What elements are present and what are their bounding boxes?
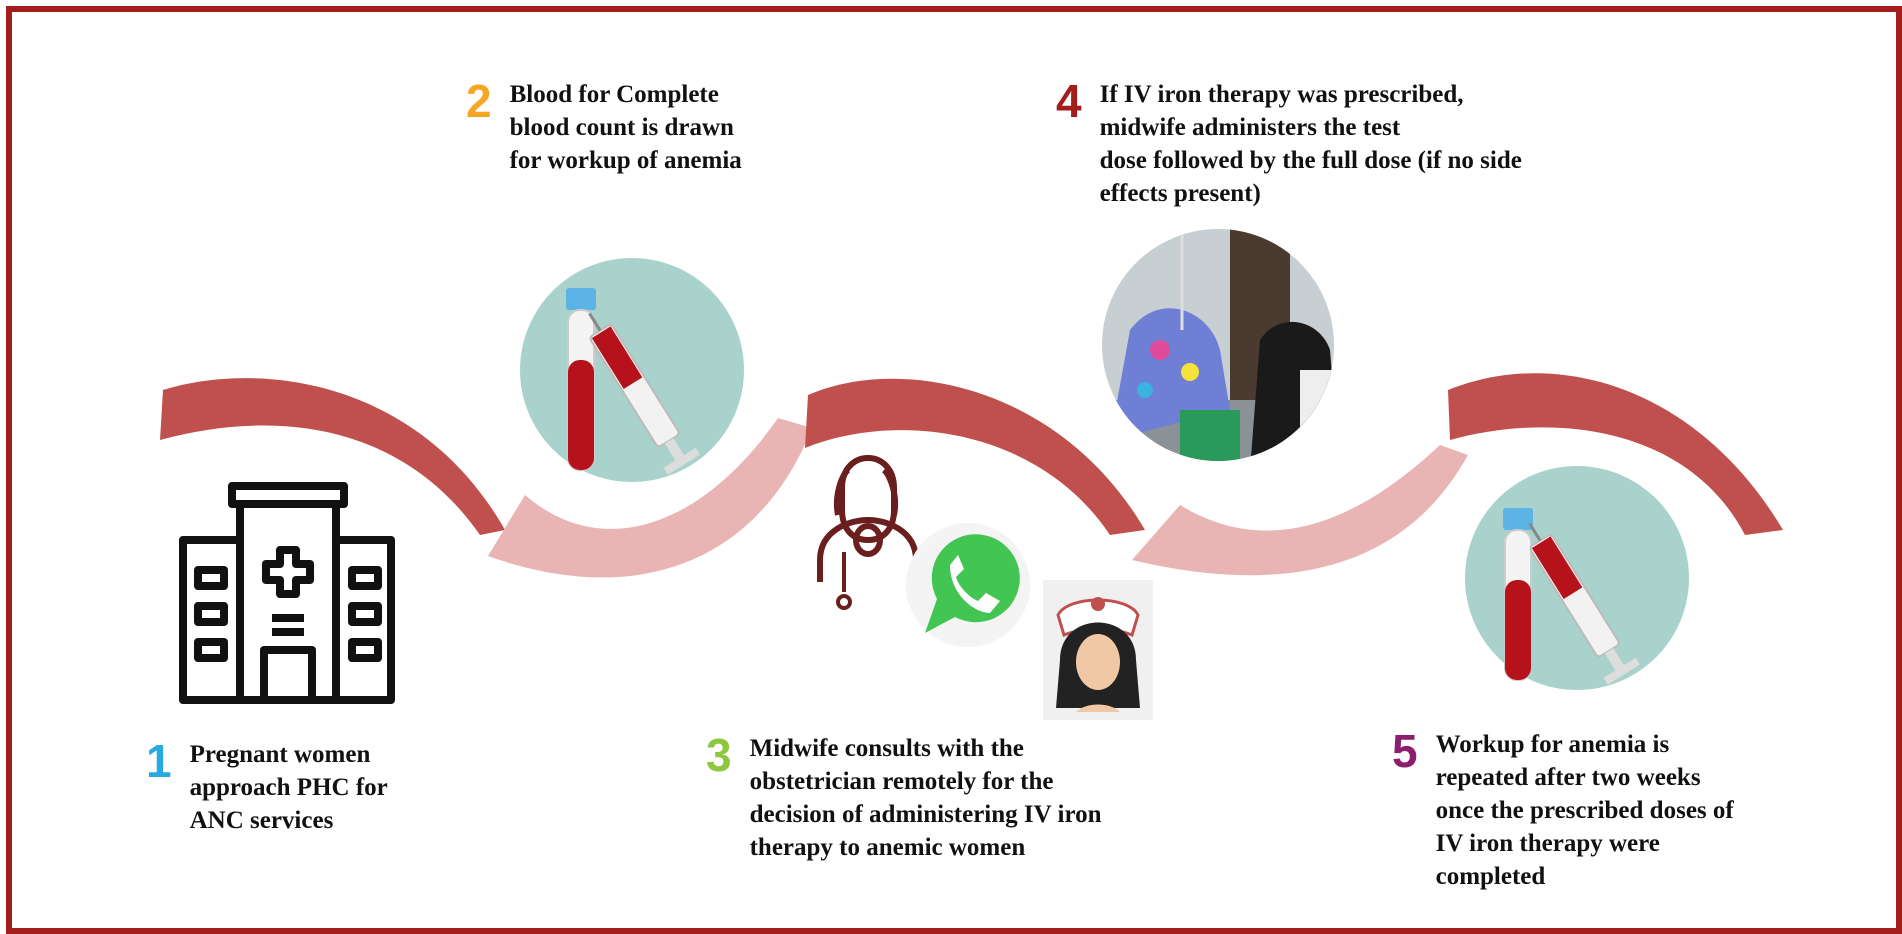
arrow-segment-3 [805,378,1145,535]
step-3-text: Midwife consults with the obstetrician r… [750,732,1102,864]
step-4-line: dose followed by the full dose (if no si… [1099,147,1522,174]
blood-tube-syringe-icon [520,258,744,482]
hospital-icon [179,482,395,704]
iv-therapy-photo [1102,229,1334,461]
step-5-number: 5 [1392,725,1418,777]
step-4-line: midwife administers the test [1099,114,1401,141]
arrow-segment-2 [488,418,812,578]
step-2-line: for workup of anemia [509,147,742,174]
step-1-line: approach PHC for [189,774,388,801]
step-5: 5 Workup for anemia is repeated after tw… [1392,728,1734,893]
step-1-line: ANC services [189,807,334,834]
step-1-text: Pregnant women approach PHC for ANC serv… [190,738,388,837]
step-3-line: obstetrician remotely for the [749,768,1054,795]
step-1-number: 1 [146,735,172,787]
step-3-number: 3 [706,729,732,781]
step-5-line: Workup for anemia is [1435,731,1670,758]
step-5-line: repeated after two weeks [1435,764,1701,791]
step-3-line: Midwife consults with the [749,735,1024,762]
step-2: 2 Blood for Complete blood count is draw… [466,78,742,177]
ribbon-arrows [160,373,1783,578]
step-3-line: therapy to anemic women [749,834,1026,861]
arrow-segment-5 [1448,373,1783,535]
step-2-text: Blood for Complete blood count is drawn … [510,78,742,177]
step-5-line: completed [1435,863,1546,890]
step-4-line: If IV iron therapy was prescribed, [1099,81,1464,108]
step-2-number: 2 [466,75,492,127]
step-2-line: Blood for Complete [509,81,719,108]
step-5-text: Workup for anemia is repeated after two … [1436,728,1734,893]
step-4-number: 4 [1056,75,1082,127]
step-3-line: decision of administering IV iron [749,801,1102,828]
nurse-icon [1043,580,1153,720]
step-1-line: Pregnant women [189,741,371,768]
step-4: 4 If IV iron therapy was prescribed, mid… [1056,78,1522,210]
step-4-line: effects present) [1099,180,1261,207]
whatsapp-icon [906,523,1030,647]
step-2-line: blood count is drawn [509,114,734,141]
arrow-segment-4 [1132,445,1468,576]
doctor-icon [817,455,919,610]
step-3: 3 Midwife consults with the obstetrician… [706,732,1102,864]
blood-tube-syringe-icon [1465,466,1689,690]
step-1: 1 Pregnant women approach PHC for ANC se… [146,738,388,837]
step-5-line: IV iron therapy were [1435,830,1660,857]
step-4-text: If IV iron therapy was prescribed, midwi… [1100,78,1522,210]
arrow-segment-1 [160,378,505,535]
step-5-line: once the prescribed doses of [1435,797,1734,824]
